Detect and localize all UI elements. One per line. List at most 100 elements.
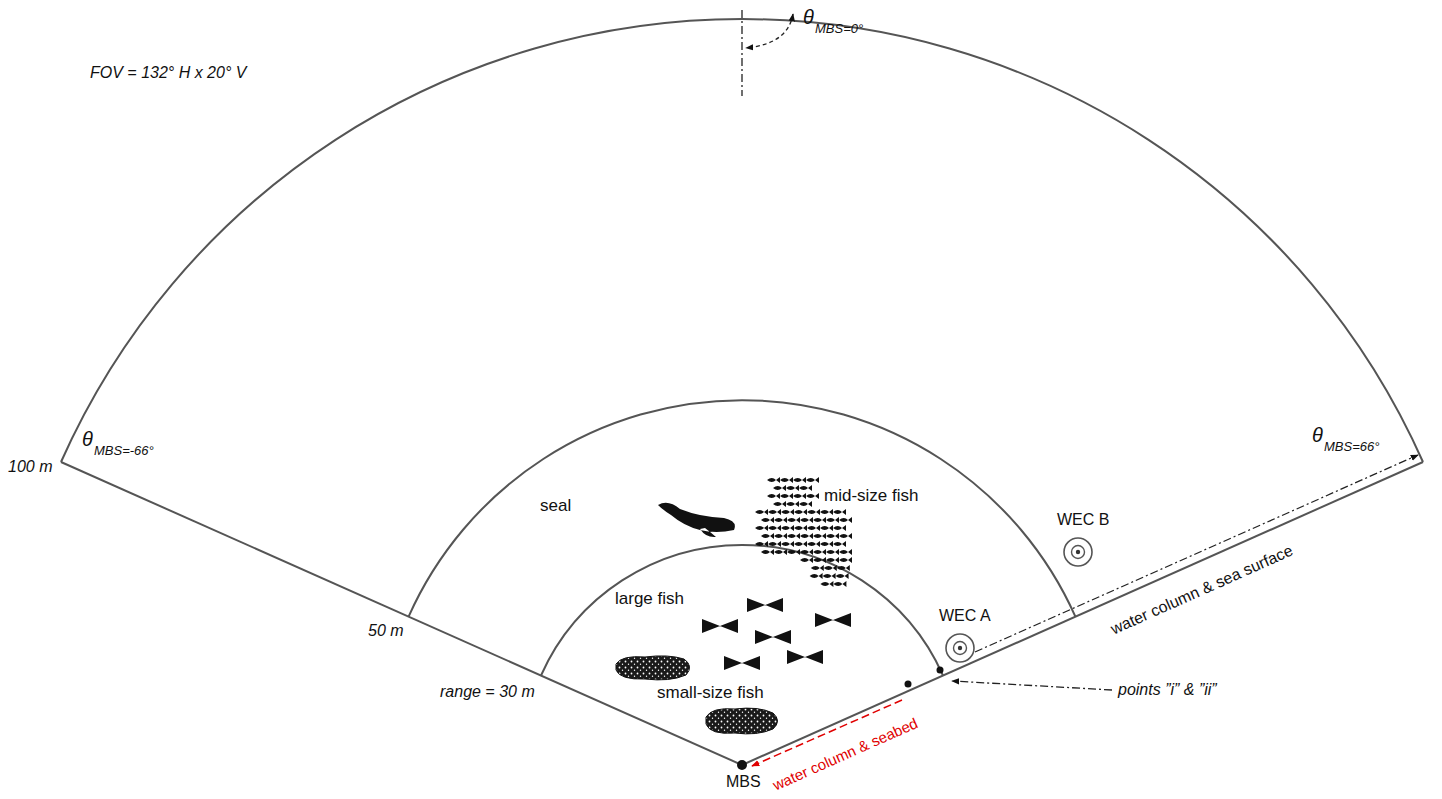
surface-arrow — [975, 455, 1418, 652]
animal-label: seal — [540, 496, 571, 516]
school-fish — [755, 541, 768, 547]
school-fish — [833, 525, 846, 531]
school-fish — [800, 549, 813, 555]
wec-buoy: WEC A — [945, 633, 975, 663]
school-fish — [836, 573, 849, 579]
school-fish — [811, 565, 824, 571]
school-fish — [837, 565, 850, 571]
animal-label: mid-size fish — [824, 486, 918, 506]
angle-arrow — [746, 14, 793, 48]
sonar-dot — [737, 760, 747, 770]
range-30-arc — [541, 545, 943, 676]
school-fish — [780, 493, 793, 499]
school-fish — [774, 517, 787, 523]
school-fish — [839, 533, 852, 539]
school-fish — [781, 509, 794, 515]
school-fish — [800, 517, 813, 523]
school-fish — [755, 509, 768, 515]
range-50-arc — [409, 400, 1076, 616]
school-fish — [755, 525, 768, 531]
school-fish — [813, 557, 826, 563]
school-fish — [799, 485, 812, 491]
node-shape — [736, 759, 748, 771]
school-fish — [768, 541, 781, 547]
wec-ring — [1072, 546, 1085, 559]
school-fish — [786, 485, 799, 491]
wec-core — [958, 646, 962, 650]
school-fish — [774, 549, 787, 555]
school-fish — [826, 533, 839, 539]
fov-left-edge — [61, 462, 742, 765]
large-fish — [747, 598, 783, 612]
small-fish-blob — [706, 708, 778, 734]
school-fish — [833, 581, 846, 587]
school-fish — [833, 541, 846, 547]
school-fish — [826, 549, 839, 555]
school-fish — [839, 549, 852, 555]
large-fish — [702, 619, 738, 633]
sonar-head: MBS — [736, 759, 748, 771]
school-fish — [780, 477, 793, 483]
wec-core — [1076, 550, 1080, 554]
school-fish — [773, 485, 786, 491]
school-fish — [774, 533, 787, 539]
seal-silhouette — [658, 503, 735, 537]
node-shape — [1063, 537, 1093, 567]
school-fish — [773, 501, 786, 507]
school-fish — [781, 541, 794, 547]
angle-symbol: θ — [82, 428, 93, 451]
wec-buoy: WEC B — [1063, 537, 1093, 567]
school-fish — [826, 517, 839, 523]
school-fish — [820, 525, 833, 531]
fov-note: FOV = 132° H x 20° V — [90, 64, 246, 82]
school-fish — [800, 533, 813, 539]
angle-subscript: MBS=-66° — [94, 444, 154, 459]
school-fish — [799, 501, 812, 507]
angle-symbol: θ — [1312, 424, 1323, 447]
school-fish — [768, 525, 781, 531]
fov-right-edge — [742, 462, 1423, 765]
school-fish — [781, 525, 794, 531]
school-fish — [793, 477, 806, 483]
large-fish — [724, 656, 760, 670]
school-fish — [826, 557, 839, 563]
large-fish — [755, 630, 791, 644]
school-fish — [761, 517, 774, 523]
node-label: MBS — [726, 773, 761, 791]
school-fish — [806, 477, 819, 483]
school-fish — [807, 509, 820, 515]
school-fish — [794, 509, 807, 515]
animal-label: large fish — [615, 589, 684, 609]
large-fish — [815, 613, 851, 627]
points-leader-arrow — [952, 681, 1112, 690]
school-fish — [833, 509, 846, 515]
range-label: 50 m — [368, 622, 404, 640]
school-fish — [824, 565, 837, 571]
range-label: 100 m — [8, 458, 52, 476]
point-marker — [905, 681, 912, 688]
angle-subscript: MBS=0° — [815, 22, 863, 37]
angle-symbol: θ — [803, 6, 814, 29]
school-fish — [767, 477, 780, 483]
wec-ring — [946, 634, 974, 662]
wec-ring — [954, 642, 967, 655]
school-fish — [813, 533, 826, 539]
school-fish — [786, 501, 799, 507]
school-fish — [807, 525, 820, 531]
school-fish — [794, 541, 807, 547]
school-fish — [787, 533, 800, 539]
school-fish — [794, 525, 807, 531]
school-fish — [806, 493, 819, 499]
zero-axis — [741, 10, 742, 96]
school-fish — [761, 533, 774, 539]
school-fish — [820, 581, 833, 587]
large-fish-group — [702, 598, 851, 670]
school-fish — [820, 509, 833, 515]
school-fish — [813, 549, 826, 555]
wec-ring — [1064, 538, 1092, 566]
range-label: range = 30 m — [440, 683, 535, 701]
school-fish — [793, 493, 806, 499]
school-fish — [761, 549, 774, 555]
